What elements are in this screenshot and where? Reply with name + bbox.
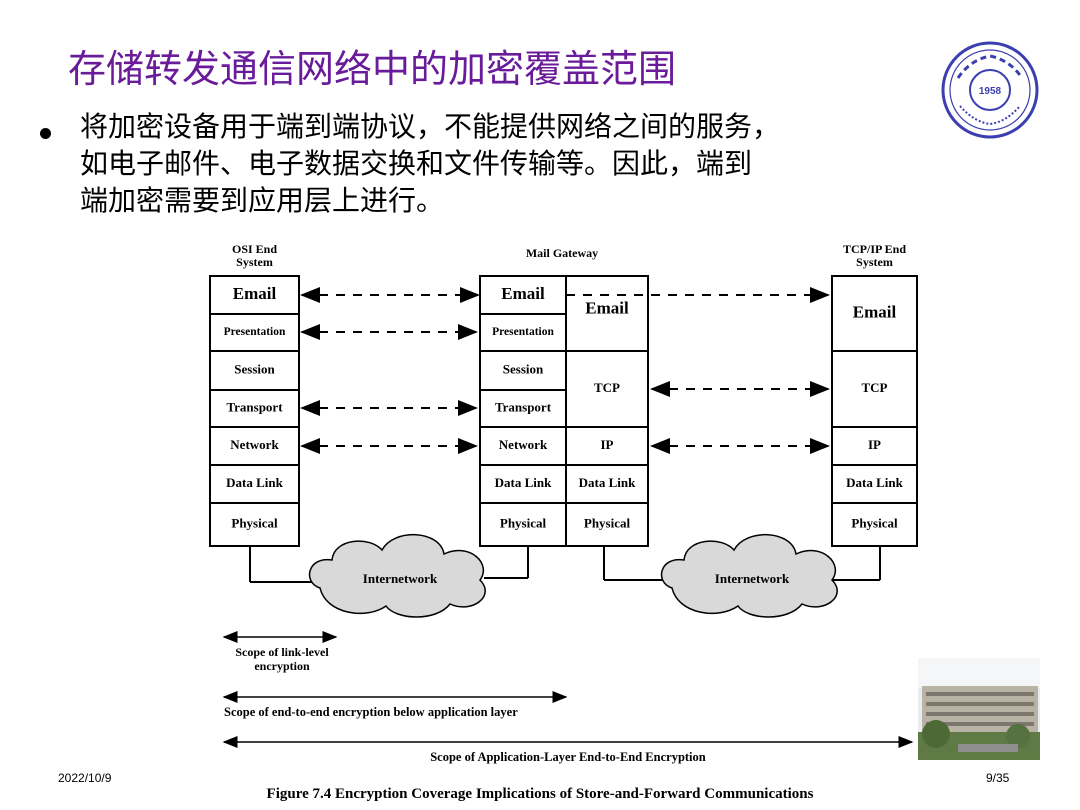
osi-layer-data-link-label: Data Link bbox=[226, 475, 283, 490]
tcpip-layer-tcp bbox=[831, 350, 918, 428]
tcpip-layer-tcp-label: TCP bbox=[862, 380, 888, 395]
gateway-osi-layer-session-label: Session bbox=[503, 361, 544, 376]
osi-end-system-header-line-1: OSI End bbox=[232, 242, 277, 256]
gateway-tcpip-layer-tcp-label: TCP bbox=[594, 380, 620, 395]
tcpip-layer-ip bbox=[831, 426, 918, 466]
tcpip-layer-email-label: Email bbox=[853, 302, 897, 321]
gateway-tcpip-layer-data-link-label: Data Link bbox=[579, 475, 636, 490]
bullet-line-1: 将加密设备用于端到端协议，不能提供网络之间的服务， bbox=[80, 110, 781, 143]
tcpip-layer-data-link bbox=[831, 464, 918, 504]
osi-layer-physical-label: Physical bbox=[231, 515, 278, 530]
osi-layer-transport-label: Transport bbox=[226, 399, 283, 414]
gateway-tcpip-layer-data-link bbox=[565, 464, 649, 504]
figure-caption: Figure 7.4 Encryption Coverage Implicati… bbox=[266, 786, 814, 802]
osi-end-system-header-line-2: System bbox=[236, 255, 273, 269]
osi-layer-session bbox=[209, 350, 300, 391]
osi-layer-email-label: Email bbox=[233, 284, 277, 303]
scope-link-level-label-line-2: encryption bbox=[254, 659, 310, 673]
gateway-osi-layer-presentation-label: Presentation bbox=[492, 326, 554, 338]
gateway-osi-layer-transport-label: Transport bbox=[495, 399, 552, 414]
tcpip-layer-email bbox=[831, 275, 918, 352]
seal-year: 1958 bbox=[979, 86, 1002, 97]
scope-application-layer-label: Scope of Application-Layer End-to-End En… bbox=[430, 750, 706, 764]
tcpip-layer-physical bbox=[831, 502, 918, 547]
osi-layer-physical bbox=[209, 502, 300, 547]
gateway-osi-layer-network-label: Network bbox=[499, 437, 548, 452]
scope-link-level-label-line-1: Scope of link-level bbox=[235, 645, 329, 659]
slide-title: 存储转发通信网络中的加密覆盖范围 bbox=[68, 47, 677, 91]
osi-layer-network-label: Network bbox=[230, 437, 279, 452]
gateway-tcpip-layer-ip bbox=[565, 426, 649, 466]
gateway-osi-layer-session bbox=[479, 350, 567, 391]
gateway-osi-layer-physical-label: Physical bbox=[500, 515, 547, 530]
footer-page-number: 9/35 bbox=[986, 771, 1010, 785]
university-seal-logo: 1958 bbox=[941, 41, 1039, 139]
gateway-tcpip-layer-tcp bbox=[565, 350, 649, 428]
gateway-tcpip-layer-ip-label: IP bbox=[601, 437, 614, 452]
footer-date: 2022/10/9 bbox=[58, 771, 112, 785]
osi-layer-presentation-label: Presentation bbox=[224, 326, 286, 338]
scope-end-to-end-below-app-label: Scope of end-to-end encryption below app… bbox=[224, 705, 518, 719]
bullet-dot bbox=[40, 128, 51, 139]
osi-layer-email bbox=[209, 275, 300, 315]
gateway-osi-layer-email-label: Email bbox=[501, 284, 545, 303]
osi-layer-transport bbox=[209, 389, 300, 428]
campus-photo bbox=[918, 658, 1040, 760]
mail-gateway-header: Mail Gateway bbox=[526, 246, 598, 260]
tcpip-layer-ip-label: IP bbox=[868, 437, 881, 452]
internetwork-cloud-left bbox=[308, 534, 486, 618]
bullet-line-3: 端加密需要到应用层上进行。 bbox=[80, 184, 445, 217]
internetwork-cloud-left-label: Internetwork bbox=[363, 571, 438, 586]
gateway-tcpip-layer-email-label: Email bbox=[585, 298, 629, 317]
osi-layer-session-label: Session bbox=[234, 361, 275, 376]
tcpip-end-system-header-line-1: TCP/IP End bbox=[843, 242, 906, 256]
osi-layer-presentation bbox=[209, 313, 300, 352]
tcpip-end-system-header-line-2: System bbox=[856, 255, 893, 269]
tcpip-layer-data-link-label: Data Link bbox=[846, 475, 903, 490]
gateway-osi-layer-data-link-label: Data Link bbox=[495, 475, 552, 490]
bullet-line-2: 如电子邮件、电子数据交换和文件传输等。因此，端到 bbox=[80, 147, 753, 180]
internetwork-cloud-right-label: Internetwork bbox=[715, 571, 790, 586]
internetwork-cloud-right bbox=[660, 534, 838, 618]
gateway-tcpip-layer-physical-label: Physical bbox=[584, 515, 631, 530]
gateway-tcpip-layer-physical bbox=[565, 502, 649, 547]
osi-layer-data-link bbox=[209, 464, 300, 504]
bullet-paragraph: 将加密设备用于端到端协议，不能提供网络之间的服务， 如电子邮件、电子数据交换和文… bbox=[80, 108, 980, 219]
tcpip-layer-physical-label: Physical bbox=[851, 515, 898, 530]
osi-layer-network bbox=[209, 426, 300, 466]
